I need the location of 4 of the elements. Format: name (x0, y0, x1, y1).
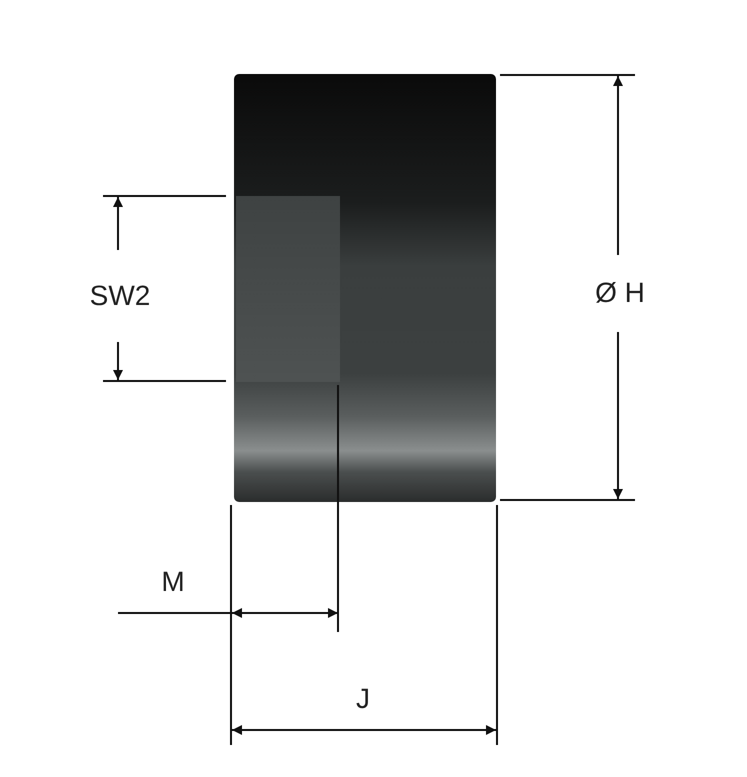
dimension-label: J (356, 685, 370, 713)
dimension-label: M (161, 568, 185, 596)
dimension-label: SW2 (90, 282, 150, 310)
dimension-label: Ø H (595, 279, 645, 307)
